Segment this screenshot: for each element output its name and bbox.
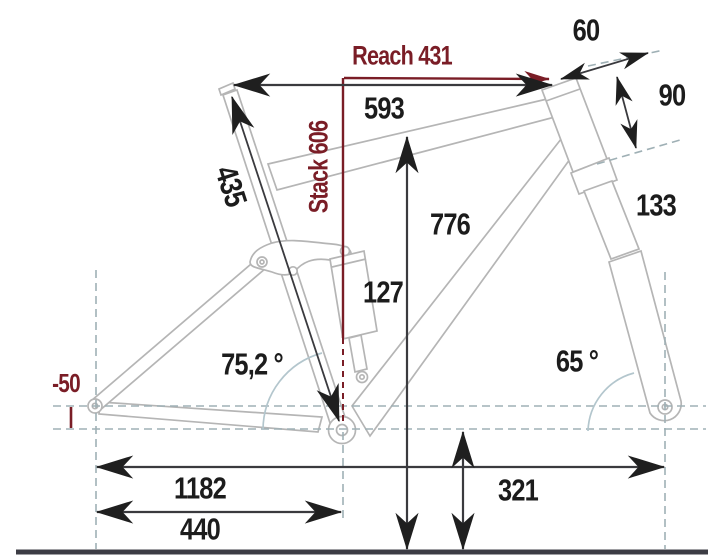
wheelbase-label: 1182 xyxy=(174,470,227,506)
reach-dimension-line xyxy=(343,71,550,87)
top-tube-length-label: 593 xyxy=(364,90,405,126)
seat-tube-dimension-line xyxy=(231,95,340,423)
dimension-lines xyxy=(95,52,666,551)
headtube-top-dashed-line xyxy=(587,49,665,67)
head-angle-label: 65 ° xyxy=(555,343,599,379)
fork-stanchion xyxy=(582,179,641,261)
bb-drop-label: -50 xyxy=(52,368,80,398)
stem-length-label: 60 xyxy=(572,12,600,48)
rocker-pivot-front xyxy=(256,256,268,268)
reach-label: Reach 431 xyxy=(352,40,452,71)
shock-lower-eyelet-hole xyxy=(358,373,366,381)
bike-frame-outline xyxy=(87,76,683,445)
fork-crown xyxy=(569,156,619,196)
head-tube-length-label: 90 xyxy=(658,77,686,113)
fork-length-label: 133 xyxy=(636,187,677,223)
stem-dimension-line xyxy=(560,52,649,80)
shock-lower-eyelet xyxy=(355,370,369,384)
chainstay-length-label: 440 xyxy=(180,511,221,547)
head-angle-arc xyxy=(587,372,635,432)
seat-angle-label: 75,2 ° xyxy=(221,346,284,382)
fork-lowers xyxy=(607,249,683,422)
shock-shaft xyxy=(348,333,368,374)
stack-label: Stack 606 xyxy=(303,120,334,214)
standover-height-label: 776 xyxy=(430,206,471,242)
seatstay-tube xyxy=(89,256,268,413)
shock-value-label: 127 xyxy=(363,274,404,310)
bb-height-label: 321 xyxy=(498,472,539,508)
head-tube-dimension-line xyxy=(615,76,638,149)
headset-cap-line xyxy=(545,88,581,102)
bottom-bracket-hole xyxy=(335,423,349,437)
headtube-bottom-dashed-line xyxy=(596,139,681,165)
